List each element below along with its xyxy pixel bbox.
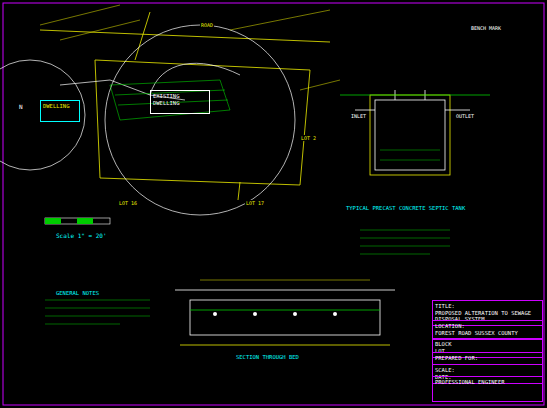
drawing-label: OUTLET xyxy=(455,113,475,119)
drawing-label: TYPICAL PRECAST CONCRETE SEPTIC TANK xyxy=(345,205,466,212)
node-text: FOREST ROAD SUSSEX COUNTY xyxy=(435,330,540,337)
drawing-label: SECTION THROUGH BED xyxy=(235,354,300,361)
dwelling-box: EXISTING DWELLING xyxy=(150,90,210,114)
node-text: BLOCK xyxy=(435,341,540,348)
node-text: PREPARED FOR: xyxy=(435,355,540,362)
dwelling-box: DWELLING xyxy=(40,100,80,122)
node-text: EXISTING DWELLING xyxy=(153,93,207,106)
drawing-label: LOT 17 xyxy=(245,200,265,206)
drawing-label: GENERAL NOTES xyxy=(55,290,100,297)
node-text: SCALE: xyxy=(435,367,540,374)
drawing-label: LOT 16 xyxy=(118,200,138,206)
drawing-label: ROAD xyxy=(200,22,214,28)
drawing-label: N xyxy=(18,103,24,110)
node-text: PROFESSIONAL ENGINEER xyxy=(435,379,540,386)
title-block-cell: LOCATION:FOREST ROAD SUSSEX COUNTY xyxy=(432,320,543,340)
node-text: TITLE: xyxy=(435,303,540,310)
node-text: DWELLING xyxy=(43,103,77,110)
node-text: LOCATION: xyxy=(435,323,540,330)
drawing-label: Scale 1" = 20' xyxy=(55,232,108,239)
drawing-label: INLET xyxy=(350,113,367,119)
title-block-cell: PROFESSIONAL ENGINEER xyxy=(432,376,543,402)
title-block-cell: TITLE:PROPOSED ALTERATION TO SEWAGE DISP… xyxy=(432,300,543,326)
drawing-label: LOT 2 xyxy=(300,135,317,141)
drawing-label: BENCH MARK xyxy=(470,25,502,31)
node-text: LOT xyxy=(435,348,540,355)
